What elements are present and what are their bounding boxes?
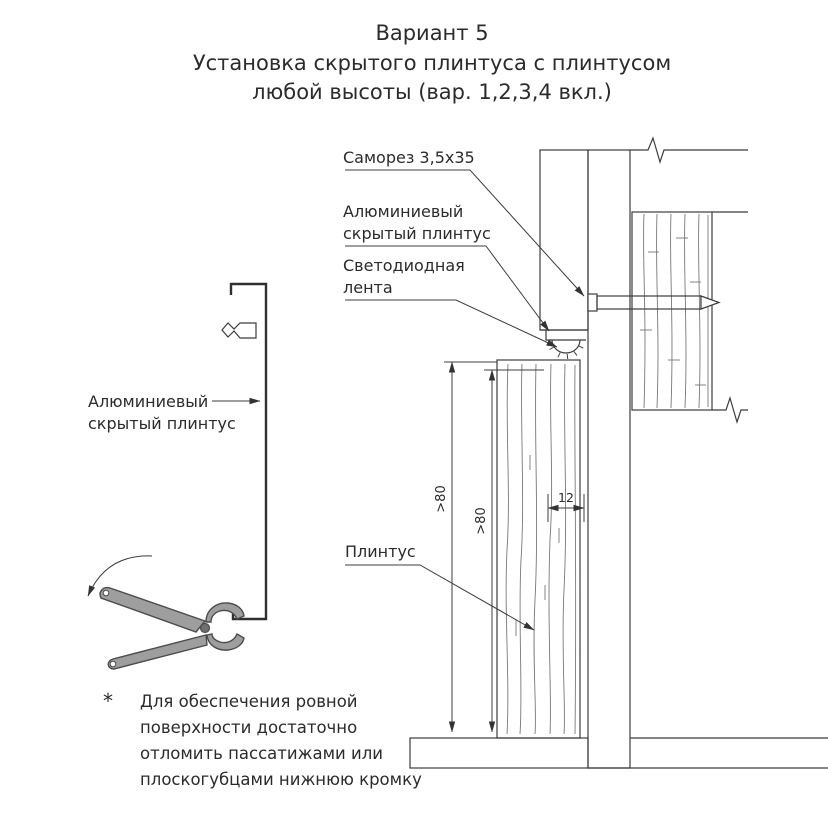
wood-grain-skirting [505, 363, 577, 735]
footnote-line1: Для обеспечения ровной [140, 692, 358, 711]
screw-tip [700, 295, 721, 310]
callout-skirting-label: Плинтус [345, 542, 416, 561]
title-line-1: Вариант 5 [375, 21, 488, 45]
led-glow-ticks [549, 345, 584, 359]
wood-grain-upper [640, 213, 709, 409]
rotate-arrow [87, 555, 153, 597]
callout-led-strip-line2: лента [343, 278, 393, 297]
pliers-handle-hole [109, 660, 117, 668]
screw-head [587, 293, 598, 312]
leader-skirting [345, 564, 535, 631]
aluminum-profile-drawing [221, 282, 268, 621]
profile-label-line2: скрытый плинтус [88, 414, 236, 433]
profile-label-line1: Алюминиевый [88, 392, 208, 411]
footnote-line3: отломить пассатижами или [140, 744, 383, 763]
dimension-value-gap-depth: 12 [558, 490, 574, 505]
profile-barb-clip [221, 322, 257, 339]
callouts: Саморез 3,5х35 Алюминиевый скрытый плинт… [343, 148, 585, 631]
pliers-lower-handle [107, 634, 208, 670]
hidden-plinth-profile [540, 329, 588, 359]
pliers-pivot [199, 622, 211, 634]
title-line-2: Установка скрытого плинтуса с плинтусом [193, 51, 671, 75]
dimension-value-skirting-height: >80 [474, 507, 489, 534]
callout-aluminum-plinth-line1: Алюминиевый [343, 202, 463, 221]
pliers-upper-handle [99, 586, 207, 633]
leader-screw [345, 169, 585, 297]
pliers-lower-jaw [206, 633, 245, 651]
callout-led-strip-line1: Светодиодная [343, 256, 465, 275]
pliers [99, 586, 245, 670]
pliers-handle-hole [102, 589, 110, 597]
break-symbol-top [630, 136, 748, 165]
leader-aluminum-plinth [345, 245, 550, 332]
drawing-title: Вариант 5 Установка скрытого плинтуса с … [193, 21, 671, 104]
floor-slab-hatch [409, 737, 589, 769]
wall-base-strip [587, 149, 631, 769]
profile-label: Алюминиевый скрытый плинтус [88, 392, 261, 433]
footnote-line2: поверхности достаточно [140, 718, 357, 737]
footnote: * Для обеспечения ровной поверхности дос… [103, 689, 422, 789]
screw [587, 293, 721, 312]
callout-aluminum-plinth-line2: скрытый плинтус [343, 224, 491, 243]
profile-outline [229, 282, 268, 621]
skirting-board [496, 359, 581, 739]
callout-screw-label: Саморез 3,5х35 [343, 148, 475, 167]
wall-finish-strip [539, 149, 589, 331]
leader-led-strip [345, 299, 558, 348]
dimension-value-plinth-height: >80 [434, 485, 449, 512]
wood-block [631, 211, 748, 425]
pliers-upper-jaw [205, 602, 245, 623]
footnote-marker: * [103, 689, 113, 713]
break-symbol-right [712, 395, 748, 425]
footnote-line4: плоскогубцами нижнюю кромку [140, 770, 422, 789]
floor [409, 737, 828, 769]
title-line-3: любой высоты (вар. 1,2,3,4 вкл.) [252, 80, 612, 104]
dimensions: >80 >80 12 [434, 361, 585, 733]
